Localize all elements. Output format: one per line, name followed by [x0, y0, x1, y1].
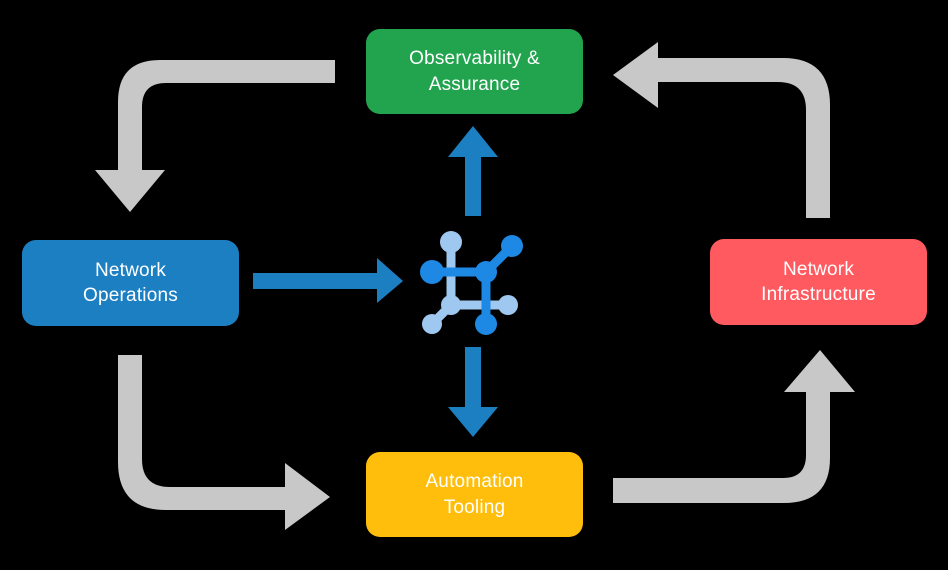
accent-arrow-center-to-observability [448, 126, 498, 216]
topology-node-bottom-left-light [422, 314, 442, 334]
topology-node-top-light [440, 231, 462, 253]
topology-node-mid-light [441, 295, 461, 315]
accent-arrow-operations-to-center [253, 258, 403, 303]
node-label-network-infrastructure: Network Infrastructure [761, 258, 876, 305]
topology-node-top-right-dark [501, 235, 523, 257]
cycle-arrow-observability-to-infrastructure [613, 42, 830, 218]
node-label-observability: Observability & Assurance [409, 48, 540, 95]
accent-arrow-center-to-automation [448, 347, 498, 437]
topology-node-center-dark [475, 261, 497, 283]
node-label-automation-tooling: Automation Tooling [425, 471, 524, 518]
topology-node-right-light [498, 295, 518, 315]
topology-edges-light [427, 237, 507, 329]
topology-node-bottom-dark [475, 313, 497, 335]
topology-nodes-light [422, 231, 518, 334]
cycle-arrow-automation-to-infrastructure [613, 350, 855, 503]
network-topology-icon [418, 220, 530, 340]
topology-nodes-dark [420, 235, 523, 335]
node-label-network-operations: Network Operations [83, 259, 178, 306]
topology-node-left-dark [420, 260, 444, 284]
node-network-infrastructure[interactable]: Network Infrastructure [710, 239, 927, 325]
cycle-arrow-operations-to-automation [118, 355, 330, 530]
cycle-arrow-operations-to-observability [95, 60, 335, 212]
node-automation-tooling[interactable]: Automation Tooling [366, 452, 583, 537]
node-observability-and-assurance[interactable]: Observability & Assurance [366, 29, 583, 114]
node-network-operations[interactable]: Network Operations [22, 240, 239, 326]
